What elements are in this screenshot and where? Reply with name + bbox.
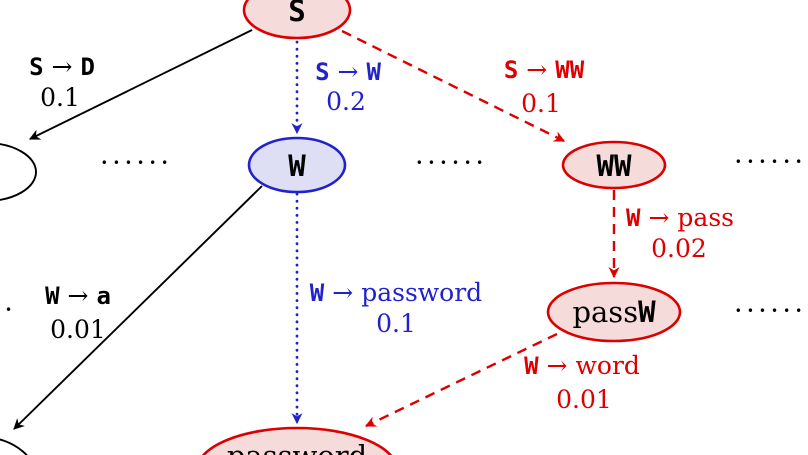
edge-s-w-prob: 0.2 — [326, 87, 366, 116]
node-bottom-left-partial — [0, 438, 28, 455]
edge-w-password-prob: 0.1 — [376, 309, 416, 338]
edge-w-a-arrow — [13, 185, 263, 430]
edge-s-w-label: S→W — [315, 57, 381, 86]
edge-s-ww-prob: 0.1 — [521, 89, 561, 118]
node-ww — [561, 140, 667, 190]
edge-passw-password-arrow — [365, 332, 558, 428]
node-password-label: password — [227, 439, 367, 455]
edge-s-d-prob: 0.1 — [40, 83, 80, 112]
ellipsis-middle: •••••• — [416, 156, 488, 170]
edge-w-word-label: W→word — [524, 351, 640, 380]
node-w-label: W — [288, 149, 306, 183]
edge-w-word-prob: 0.01 — [556, 385, 612, 414]
node-ww-label: WW — [597, 149, 632, 183]
node-passw — [546, 281, 682, 343]
ellipsis-right-top: •••••• — [735, 155, 807, 169]
node-left-partial — [0, 143, 37, 201]
ellipsis-left: •••••• — [101, 156, 173, 170]
node-s — [242, 0, 352, 40]
edge-w-a-prob: 0.01 — [50, 315, 106, 344]
node-passw-label: passW — [572, 295, 656, 329]
ellipsis-right-bottom: •••••• — [735, 304, 807, 318]
node-password — [201, 426, 393, 455]
ellipsis-left-partial: • — [5, 303, 17, 317]
node-s-label: S — [288, 0, 305, 28]
edge-w-password-label: W→password — [310, 278, 482, 307]
node-w — [247, 136, 347, 194]
edge-w-a-label: W→a — [45, 281, 111, 310]
edge-s-d-label: S→D — [29, 52, 95, 81]
edge-s-d-arrow — [29, 29, 253, 140]
edge-s-ww-label: S→WW — [504, 55, 585, 84]
edge-w-pass-prob: 0.02 — [651, 234, 707, 263]
edge-w-pass-label: W→pass — [626, 203, 734, 232]
edge-s-ww-arrow — [341, 29, 565, 143]
